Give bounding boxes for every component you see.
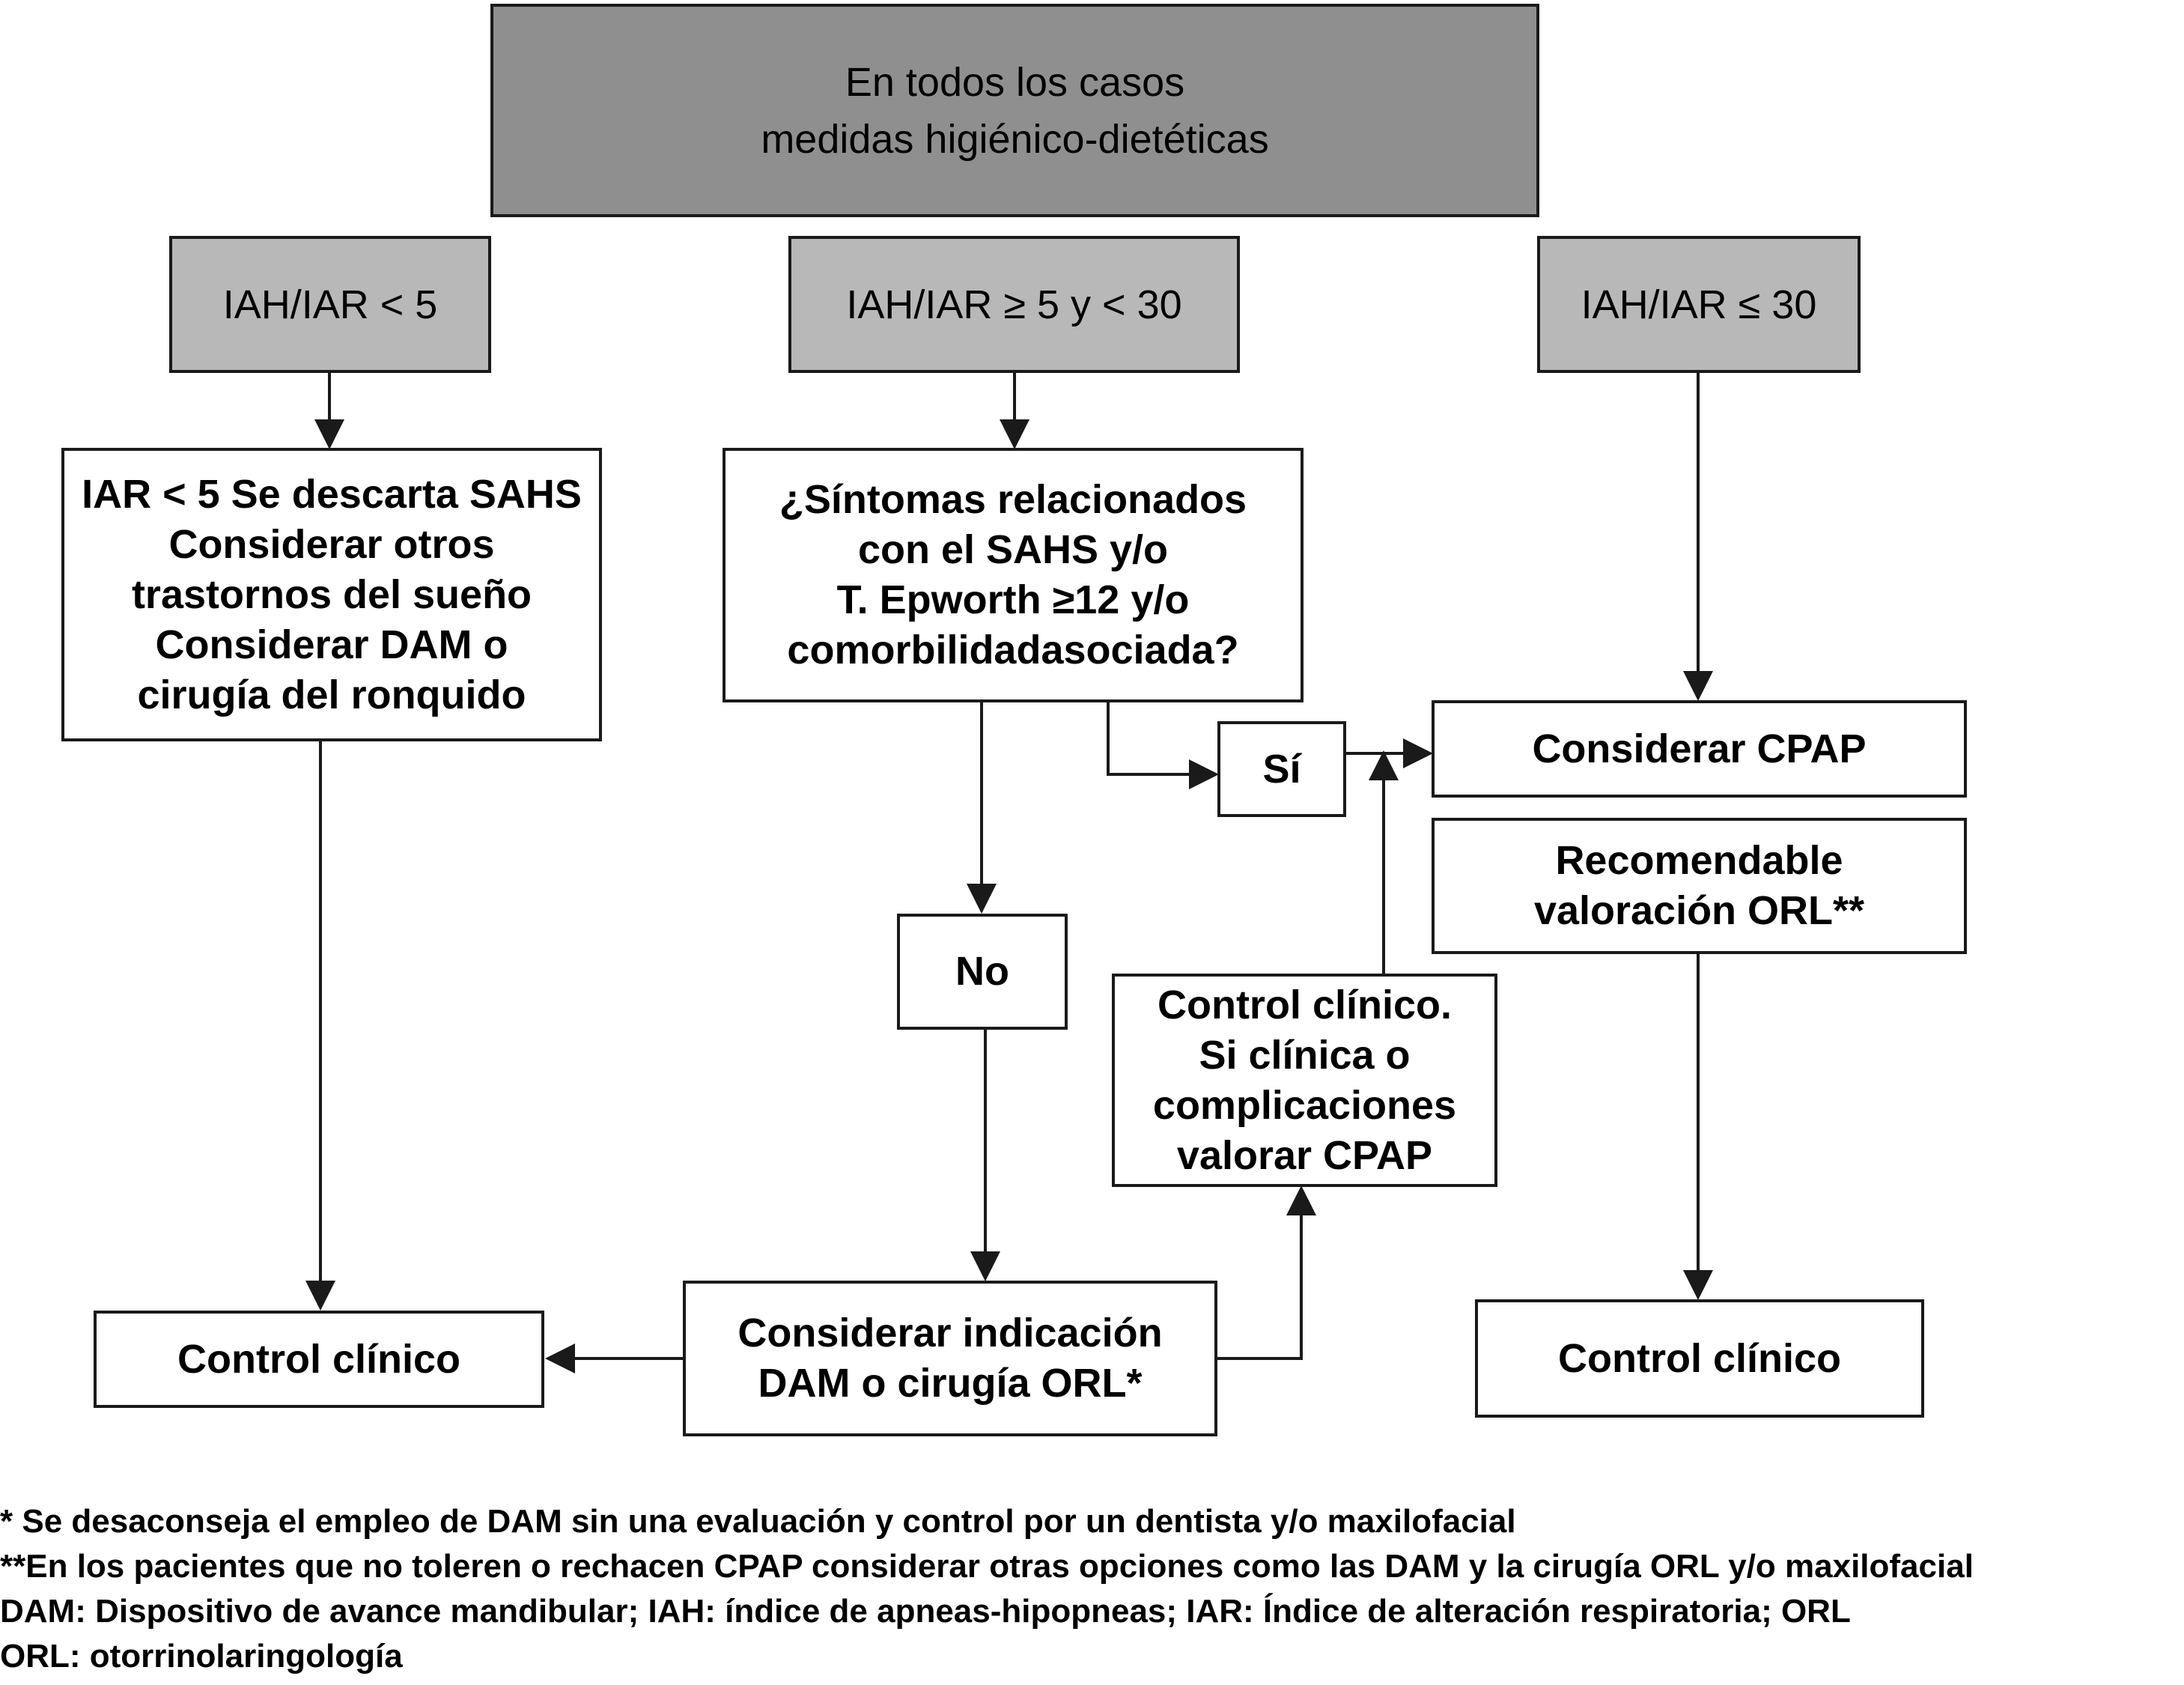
- control-left-box: Control clínico: [94, 1311, 544, 1408]
- no-label: No: [955, 949, 1009, 994]
- descarta-line-5: cirugía del ronquido: [137, 672, 526, 717]
- arrow-question-to-si: [1107, 702, 1219, 789]
- category-right-box: IAH/IAR ≤ 30: [1537, 236, 1861, 373]
- question-line-4: comorbilidadasociada?: [787, 628, 1239, 673]
- footnote-3: DAM: Dispositivo de avance mandibular; I…: [0, 1593, 1851, 1630]
- control-cpap-line-1: Control clínico.: [1157, 982, 1452, 1027]
- control-left-label: Control clínico: [177, 1336, 460, 1382]
- category-right-label: IAH/IAR ≤ 30: [1581, 282, 1817, 327]
- considerar-cpap-box: Considerar CPAP: [1432, 700, 1967, 798]
- header-line-1: En todos los casos: [845, 59, 1185, 105]
- indicacion-line-2: DAM o cirugía ORL*: [758, 1361, 1143, 1406]
- control-cpap-line-3: complicaciones: [1152, 1082, 1457, 1128]
- question-line-3: T. Epworth ≥12 y/o: [836, 577, 1190, 622]
- control-cpap-line-2: Si clínica o: [1199, 1032, 1411, 1078]
- si-box: Sí: [1217, 721, 1346, 817]
- descarta-sahs-box: IAR < 5 Se descarta SAHS Considerar otro…: [61, 448, 602, 741]
- footnote-1: * Se desaconseja el empleo de DAM sin un…: [0, 1503, 1516, 1540]
- considerar-cpap-label: Considerar CPAP: [1532, 726, 1867, 771]
- descarta-line-3: trastornos del sueño: [131, 571, 532, 617]
- footnote-4: ORL: otorrinolaringología: [0, 1638, 403, 1675]
- si-label: Sí: [1262, 746, 1301, 792]
- question-box: ¿Síntomas relacionados con el SAHS y/o T…: [723, 448, 1304, 702]
- header-line-2: medidas higiénico-dietéticas: [761, 116, 1269, 162]
- descarta-line-2: Considerar otros: [168, 521, 495, 567]
- indicacion-line-1: Considerar indicación: [737, 1311, 1163, 1355]
- header-box: En todos los casos medidas higiénico-die…: [490, 4, 1539, 217]
- descarta-line-1: IAR < 5 Se descarta SAHS: [82, 471, 582, 517]
- category-left-label: IAH/IAR < 5: [222, 282, 438, 327]
- control-cpap-box: Control clínico. Si clínica o complicaci…: [1112, 974, 1497, 1187]
- indicacion-box: Considerar indicación DAM o cirugía ORL*: [683, 1281, 1217, 1436]
- arrow-indicacion-to-control-cpap: [1217, 1185, 1316, 1360]
- valoracion-orl-line-1: Recomendable: [1555, 838, 1843, 883]
- category-middle-box: IAH/IAR ≥ 5 y < 30: [788, 236, 1240, 373]
- category-middle-label: IAH/IAR ≥ 5 y < 30: [846, 282, 1182, 327]
- descarta-line-4: Considerar DAM o: [155, 622, 508, 667]
- category-left-box: IAH/IAR < 5: [169, 236, 491, 373]
- valoracion-orl-line-2: valoración ORL**: [1533, 888, 1865, 933]
- footnote-2: **En los pacientes que no toleren o rech…: [0, 1548, 1974, 1585]
- question-line-1: ¿Síntomas relacionados: [779, 477, 1247, 522]
- control-right-label: Control clínico: [1558, 1335, 1841, 1381]
- control-cpap-line-4: valorar CPAP: [1176, 1132, 1433, 1178]
- control-right-box: Control clínico: [1475, 1299, 1924, 1418]
- question-line-2: con el SAHS y/o: [857, 527, 1169, 572]
- no-box: No: [897, 914, 1068, 1030]
- valoracion-orl-box: Recomendable valoración ORL**: [1432, 818, 1967, 954]
- footnotes: * Se desaconseja el empleo de DAM sin un…: [0, 1499, 1974, 1679]
